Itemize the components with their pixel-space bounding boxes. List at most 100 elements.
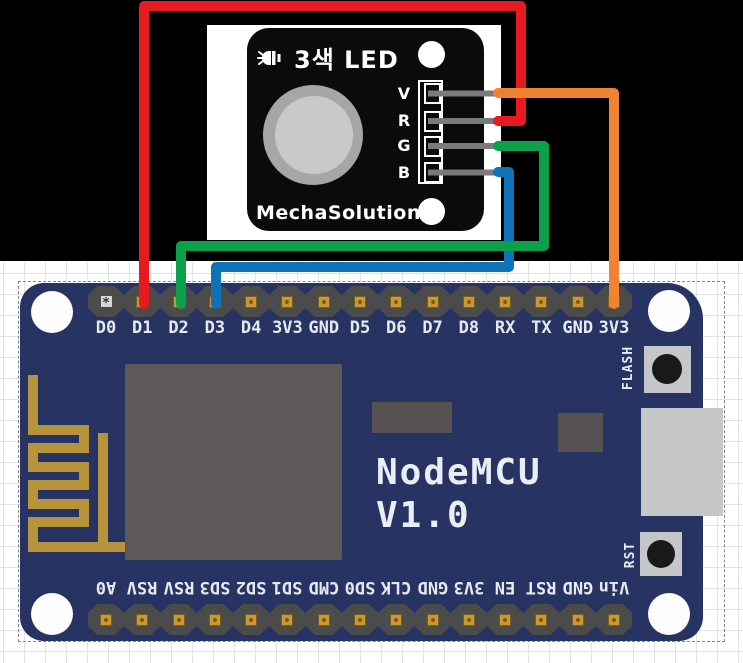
module-mounting-hole-top: [418, 41, 445, 68]
pin-pad[interactable]: [341, 604, 379, 635]
pin-hole: [353, 295, 366, 308]
pin-hole: [172, 613, 185, 626]
pin-pad[interactable]: [305, 286, 343, 317]
pin-hole: [317, 613, 330, 626]
usb-connector: [641, 408, 723, 516]
pin-hole: [426, 295, 439, 308]
pin-silk-label-3V3: 3V3: [272, 318, 303, 338]
module-pin-label-V: V: [397, 83, 411, 103]
pin-hole: [390, 613, 403, 626]
blue-wire[interactable]: [211, 167, 514, 309]
pin-silk-label-D6: D6: [386, 318, 407, 338]
pin-pad[interactable]: [559, 604, 597, 635]
pin-pad[interactable]: [486, 604, 524, 635]
board-mounting-hole-top-right: [648, 290, 690, 332]
pin-hole: [100, 613, 112, 626]
board-title-line2: V1.0: [376, 495, 471, 536]
pin-pad[interactable]: [268, 604, 306, 635]
pin-hole: [607, 613, 620, 626]
pin-pad[interactable]: [341, 286, 379, 317]
pin-pad[interactable]: [160, 604, 198, 635]
chip-component: [372, 402, 452, 433]
board-title: NodeMCU V1.0: [376, 451, 542, 537]
pin-pad[interactable]: [196, 604, 234, 635]
flash-button-cap[interactable]: [652, 354, 682, 384]
pin-pad[interactable]: [522, 286, 560, 317]
rst-button[interactable]: [640, 532, 682, 576]
red-wire[interactable]: [139, 1, 526, 309]
pin-silk-label-D8: D8: [458, 318, 480, 338]
pin-hole: [499, 613, 512, 626]
pin-hole: [281, 295, 294, 308]
nodemcu-board[interactable]: NodeMCU V1.0 FLASH RST: [20, 283, 723, 641]
pin-pad[interactable]: [268, 286, 306, 317]
pin-pad[interactable]: [232, 286, 270, 317]
pin-pad[interactable]: [414, 286, 452, 317]
pin-pad[interactable]: [486, 286, 524, 317]
module-pin-header: [418, 80, 443, 184]
pin-silk-label-RX: RX: [494, 318, 516, 338]
pin-hole: [136, 613, 149, 626]
board-mounting-hole-bottom-right: [648, 593, 690, 635]
pin-silk-label-D4: D4: [240, 318, 262, 338]
led-icon: [257, 50, 281, 65]
pin-pad[interactable]: [87, 604, 125, 635]
pin-silk-label-D7: D7: [422, 318, 443, 338]
pin-hole: [353, 613, 366, 626]
wifi-antenna-trace: [28, 375, 125, 552]
pin-silk-label-GND: GND: [308, 318, 340, 338]
pin-pad[interactable]: [595, 604, 633, 635]
pin-hole: [426, 613, 439, 626]
flash-button[interactable]: [644, 346, 691, 393]
module-pin-label-R: R: [397, 111, 411, 130]
module-brand: MechaSolution: [256, 202, 421, 224]
module-header: 3색 LED: [257, 40, 399, 75]
pin-silk-label-D0: D0: [95, 318, 117, 338]
pin-pad[interactable]: [414, 604, 452, 635]
pin-hole: [390, 295, 403, 308]
pin-hole: [462, 613, 475, 626]
pin-hole: [208, 613, 221, 626]
pin-silk-label-D3: D3: [204, 318, 226, 338]
pin-hole: [535, 295, 548, 308]
pin-pad[interactable]: [522, 604, 560, 635]
pin-silk-label-GND: GND: [562, 318, 594, 338]
pin-hole: [571, 613, 584, 626]
pin-silk-label-D2: D2: [168, 318, 189, 338]
pin-silk-label-D5: D5: [349, 318, 371, 338]
pin-pad[interactable]: [305, 604, 343, 635]
pin-hole: [571, 295, 584, 308]
pin-pad[interactable]: [450, 286, 488, 317]
led-lens-inner: [275, 96, 353, 174]
pin-pad[interactable]: [123, 604, 161, 635]
pin-pad[interactable]: [232, 604, 270, 635]
pin-pad[interactable]: *: [87, 286, 125, 317]
pin-hole: [245, 295, 258, 308]
pin-pad[interactable]: [377, 604, 415, 635]
pin-hole: [499, 295, 512, 308]
pin-pad[interactable]: [559, 286, 597, 317]
module-title: 3색 LED: [294, 46, 399, 74]
green-wire[interactable]: [176, 141, 549, 309]
orange-wire[interactable]: [493, 88, 619, 309]
pin-hole: [245, 613, 258, 626]
pin-silk-label-TX: TX: [531, 318, 552, 338]
rst-button-cap[interactable]: [647, 540, 675, 568]
pin-silk-label-D1: D1: [132, 318, 153, 338]
selection-outline: [18, 281, 725, 642]
chip-component: [558, 413, 603, 452]
board-title-line1: NodeMCU: [376, 452, 542, 493]
pin-pad[interactable]: [377, 286, 415, 317]
led-lens: [263, 85, 363, 185]
board-mounting-hole-top-left: [31, 291, 73, 333]
pin-hole: [535, 613, 548, 626]
module-pin-label-B: B: [397, 162, 411, 182]
module-pin-label-G: G: [397, 136, 411, 155]
esp8266-shield: [125, 364, 342, 560]
pin-pad[interactable]: [450, 604, 488, 635]
module-mounting-hole-bottom: [418, 198, 445, 225]
pin-hole: [317, 295, 330, 308]
